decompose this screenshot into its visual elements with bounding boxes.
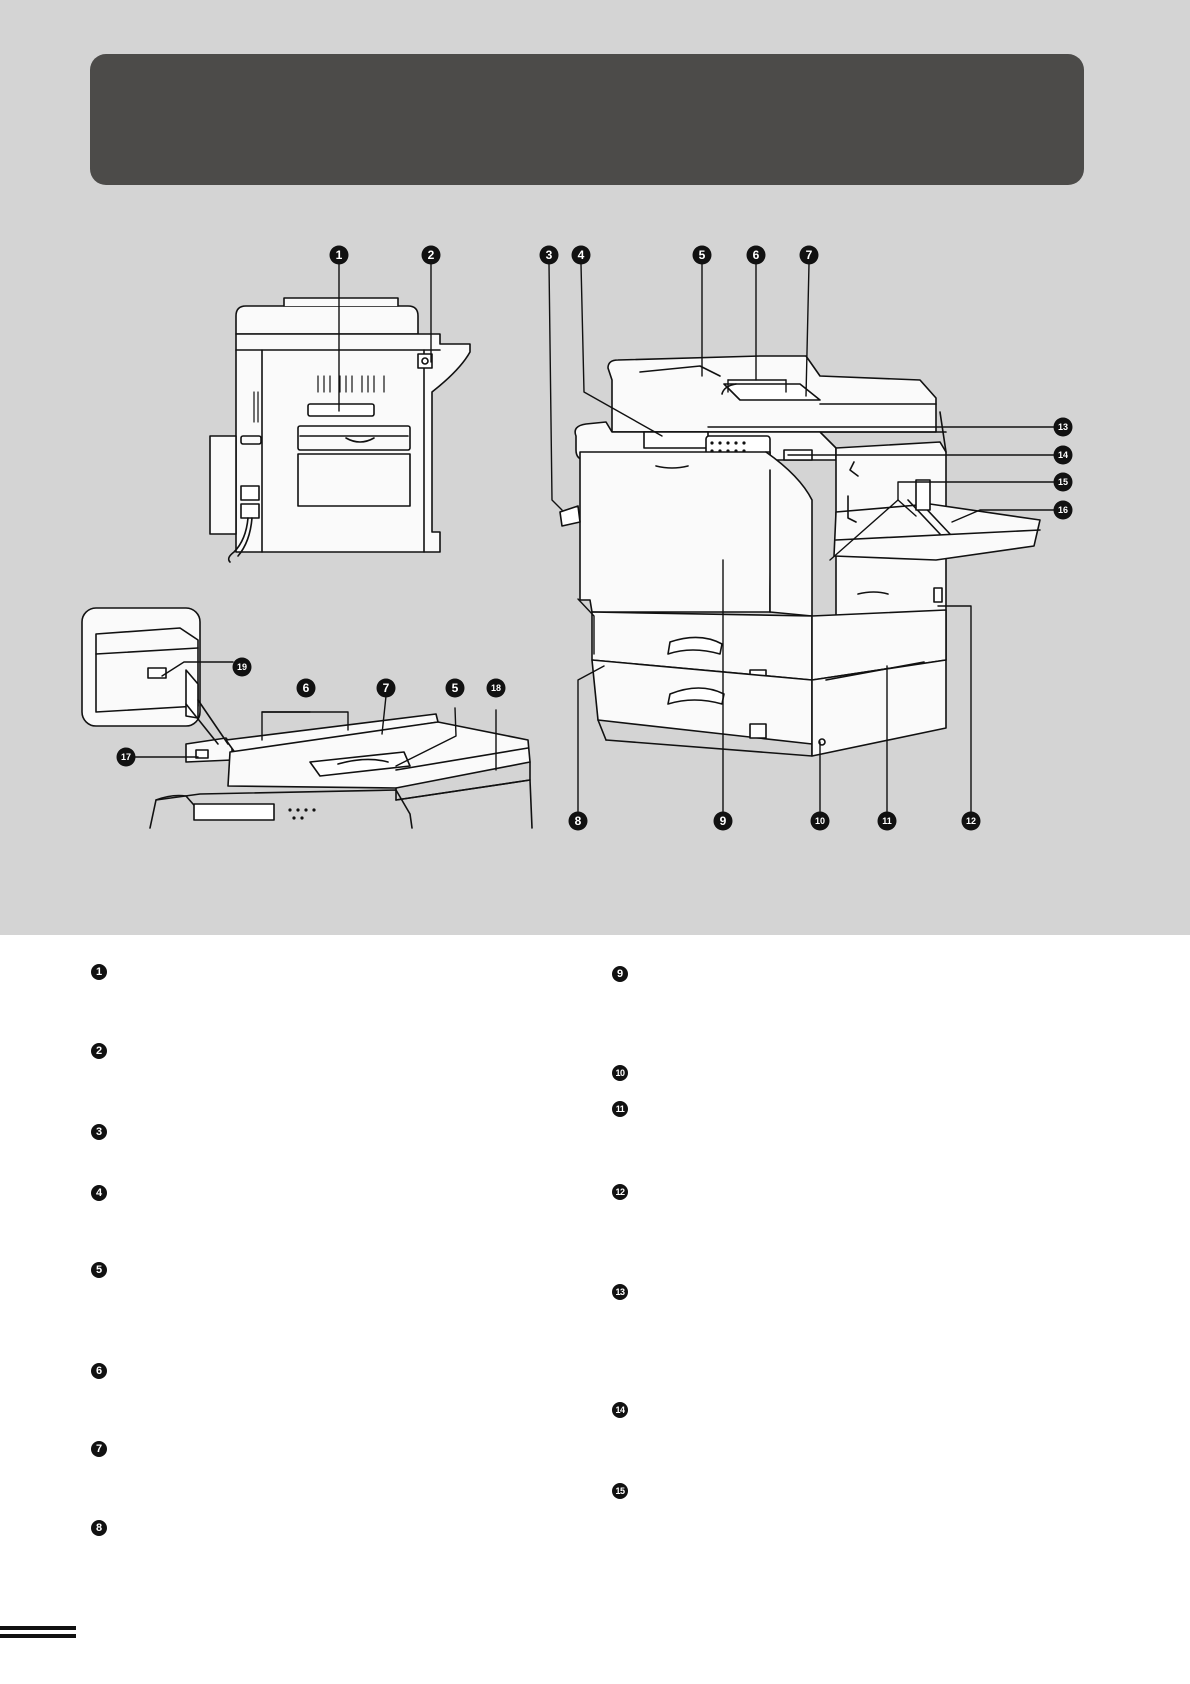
svg-text:14: 14 [1058,450,1068,460]
callout-6: 6 [746,245,766,265]
svg-text:4: 4 [578,248,585,262]
svg-text:3: 3 [546,248,553,262]
svg-text:9: 9 [720,814,727,828]
callout-1: 1 [329,245,349,265]
feeder-cover-inset [81,607,229,745]
legend-marker-11: 11 [612,1101,628,1117]
svg-text:6: 6 [753,248,760,262]
callout-7: 7 [799,245,819,265]
legend-marker-9: 9 [612,966,628,982]
svg-text:1: 1 [336,248,343,262]
legend-marker-8: 8 [91,1520,107,1536]
callout-8: 8 [568,811,588,831]
legend-marker-6: 6 [91,1363,107,1379]
legend-marker-2: 2 [91,1043,107,1059]
callout-12: 12 [961,811,981,831]
svg-text:15: 15 [1058,477,1068,487]
svg-text:17: 17 [121,752,131,762]
legend-marker-3: 3 [91,1124,107,1140]
callout-5b: 5 [445,678,465,698]
svg-text:2: 2 [428,248,435,262]
svg-text:5: 5 [452,681,459,695]
title-banner [90,54,1084,185]
callout-7b: 7 [376,678,396,698]
legend-marker-5: 5 [91,1262,107,1278]
legend-marker-14: 14 [612,1402,628,1418]
svg-text:10: 10 [815,816,825,826]
callout-3: 3 [539,245,559,265]
callout-13: 13 [1053,417,1073,437]
legend-marker-12: 12 [612,1184,628,1200]
legend-marker-4: 4 [91,1185,107,1201]
svg-text:16: 16 [1058,505,1068,515]
svg-text:7: 7 [383,681,390,695]
callout-17: 17 [116,747,136,767]
legend-marker-7: 7 [91,1441,107,1457]
svg-text:8: 8 [575,814,582,828]
svg-text:18: 18 [491,683,501,693]
svg-text:6: 6 [303,681,310,695]
callout-15: 15 [1053,472,1073,492]
callout-9: 9 [713,811,733,831]
legend-marker-1: 1 [91,964,107,980]
callout-18: 18 [486,678,506,698]
callout-14: 14 [1053,445,1073,465]
callout-19: 19 [232,657,252,677]
legend-marker-10: 10 [612,1065,628,1081]
page-rule [0,1634,76,1638]
svg-text:13: 13 [1058,422,1068,432]
svg-text:5: 5 [699,248,706,262]
callout-11: 11 [877,811,897,831]
legend-marker-15: 15 [612,1483,628,1499]
front-view-copier [559,355,1041,757]
callout-16: 16 [1053,500,1073,520]
callout-6b: 6 [296,678,316,698]
leader-lines [134,263,1055,825]
rear-view-copier [209,297,471,563]
svg-text:7: 7 [806,248,813,262]
callout-4: 4 [571,245,591,265]
callout-10: 10 [810,811,830,831]
callout-markers: 1 2 3 4 5 6 7 13 14 15 16 19 6 7 5 18 17… [116,245,1073,831]
svg-text:12: 12 [966,816,976,826]
page-rule [0,1626,76,1630]
svg-text:11: 11 [882,816,892,826]
callout-5: 5 [692,245,712,265]
feeder-closeup [149,713,533,829]
parts-illustration: 1 2 3 4 5 6 7 13 14 15 16 19 6 7 5 18 17… [81,245,1073,831]
callout-2: 2 [421,245,441,265]
legend-marker-13: 13 [612,1284,628,1300]
svg-text:19: 19 [237,662,247,672]
